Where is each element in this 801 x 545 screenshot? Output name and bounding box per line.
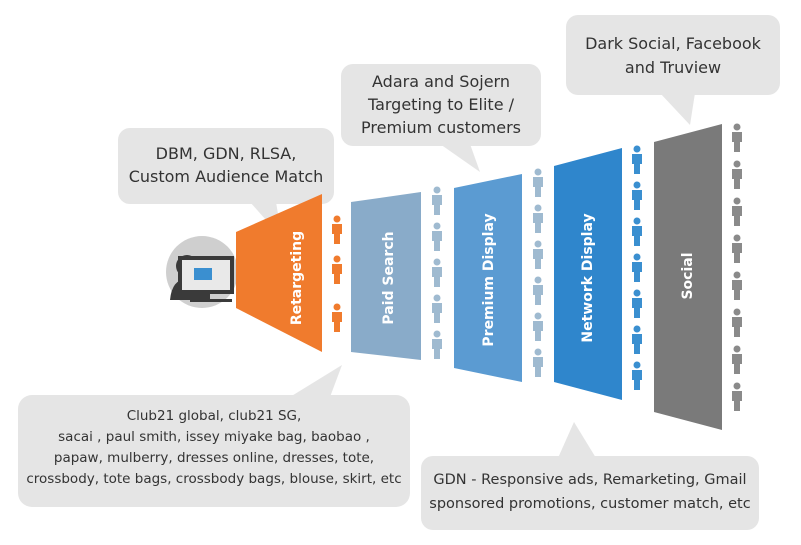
funnel-segment-network-display <box>554 148 622 400</box>
person-icon <box>632 361 642 390</box>
person-icon <box>533 348 543 377</box>
person-icon <box>632 289 642 318</box>
person-icon <box>432 222 442 251</box>
segment-label-paid-search: Paid Search <box>381 231 397 325</box>
user-at-computer-icon <box>166 236 238 308</box>
person-icon <box>332 215 342 244</box>
person-icon <box>732 197 742 226</box>
person-icon <box>533 204 543 233</box>
callout-network-display-bubble <box>421 422 759 530</box>
callout-premium-display-bubble <box>341 64 541 172</box>
person-icon <box>732 160 742 189</box>
person-icon <box>632 181 642 210</box>
funnel-segment-premium-display <box>454 174 522 382</box>
callout-premium-display-text: Adara and Sojern Targeting to Elite / Pr… <box>361 72 521 137</box>
person-columns <box>332 123 742 411</box>
callout-retargeting-text: DBM, GDN, RLSA, Custom Audience Match <box>128 144 324 186</box>
callout-social-text: Dark Social, Facebook and Truview <box>585 34 761 77</box>
callout-social-bubble <box>566 15 780 125</box>
person-icon <box>332 255 342 284</box>
person-icon <box>533 312 543 341</box>
segment-label-premium-display: Premium Display <box>481 213 497 347</box>
callout-paid-search-bubble <box>18 365 410 507</box>
person-icon <box>432 186 442 215</box>
person-icon <box>632 325 642 354</box>
person-icon <box>533 168 543 197</box>
person-icon <box>533 276 543 305</box>
person-icon <box>732 308 742 337</box>
callout-paid-search-text: Club21 global, club21 SG, sacai , paul s… <box>26 408 402 487</box>
person-icon <box>632 145 642 174</box>
segment-label-retargeting: Retargeting <box>289 230 305 326</box>
segment-label-social: Social <box>680 252 696 300</box>
person-icon <box>432 330 442 359</box>
person-icon <box>533 240 543 269</box>
callout-network-display-text: GDN - Responsive ads, Remarketing, Gmail… <box>429 472 751 512</box>
person-icon <box>732 345 742 374</box>
person-icon <box>432 294 442 323</box>
funnel-segment-social <box>654 124 722 430</box>
person-icon <box>632 253 642 282</box>
funnel-segment-paid-search <box>351 192 421 360</box>
person-icon <box>332 303 342 332</box>
funnel-segment-retargeting <box>236 194 322 352</box>
person-icon <box>732 123 742 152</box>
person-icon <box>732 234 742 263</box>
segment-label-network-display: Network Display <box>580 213 596 343</box>
person-icon <box>732 382 742 411</box>
person-icon <box>632 217 642 246</box>
person-icon <box>432 258 442 287</box>
person-icon <box>732 271 742 300</box>
